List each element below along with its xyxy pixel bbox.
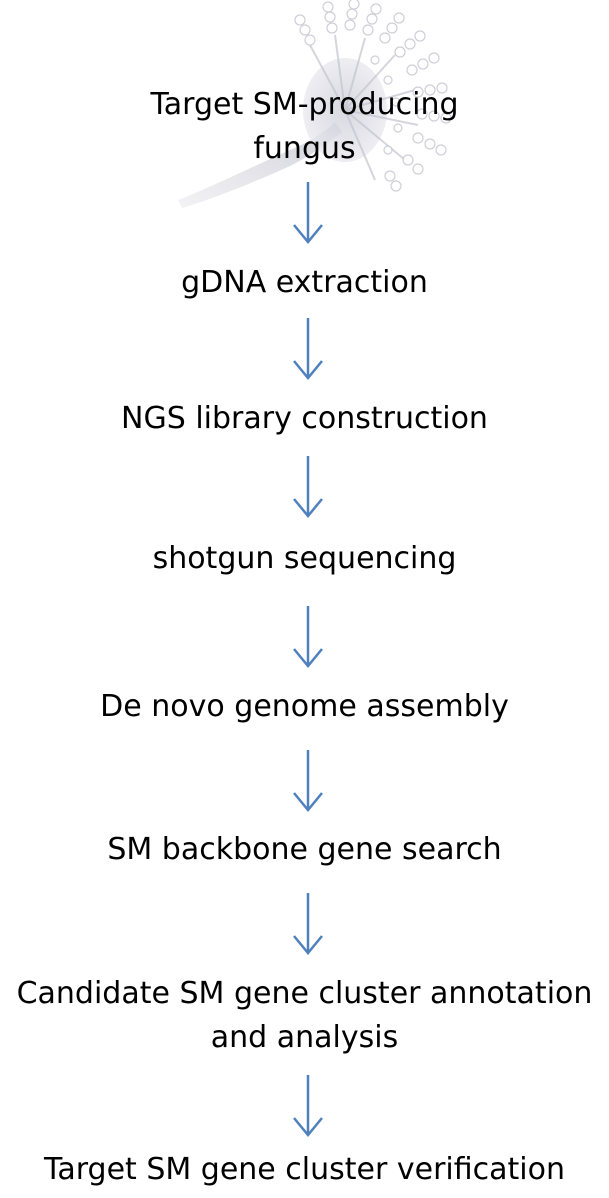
flow-step-target-fungus: Target SM-producing fungus: [0, 83, 609, 171]
step-label-line: SM backbone gene search: [107, 832, 502, 867]
flow-arrow: [290, 1075, 326, 1137]
flow-step-candidate-cluster-annotation: Candidate SM gene cluster annotation and…: [0, 972, 609, 1060]
step-label-line: Target SM-producing: [150, 87, 459, 122]
flow-arrow: [290, 750, 326, 812]
flow-step-target-cluster-verification: Target SM gene cluster verification: [0, 1148, 609, 1192]
flow-step-shotgun-sequencing: shotgun sequencing: [0, 537, 609, 581]
step-label-line: gDNA extraction: [181, 265, 428, 300]
flow-step-de-novo-assembly: De novo genome assembly: [0, 685, 609, 729]
step-label-line: fungus: [253, 131, 356, 166]
step-label-line: Candidate SM gene cluster annotation: [16, 976, 593, 1011]
flow-arrow: [290, 456, 326, 518]
flow-step-sm-backbone-gene-search: SM backbone gene search: [0, 828, 609, 872]
step-label-line: De novo genome assembly: [100, 689, 509, 724]
flow-step-ngs-library-construction: NGS library construction: [0, 397, 609, 441]
step-label-line: shotgun sequencing: [152, 541, 457, 576]
flow-arrow: [290, 318, 326, 380]
flow-arrow: [290, 893, 326, 955]
flow-step-gdna-extraction: gDNA extraction: [0, 261, 609, 305]
flow-arrow: [290, 182, 326, 244]
step-label-line: NGS library construction: [121, 401, 488, 436]
fungus-conidiophore-icon: [160, 0, 460, 215]
step-label-line: and analysis: [210, 1020, 399, 1055]
step-label-line: Target SM gene cluster verification: [43, 1152, 565, 1187]
flow-arrow: [290, 606, 326, 668]
